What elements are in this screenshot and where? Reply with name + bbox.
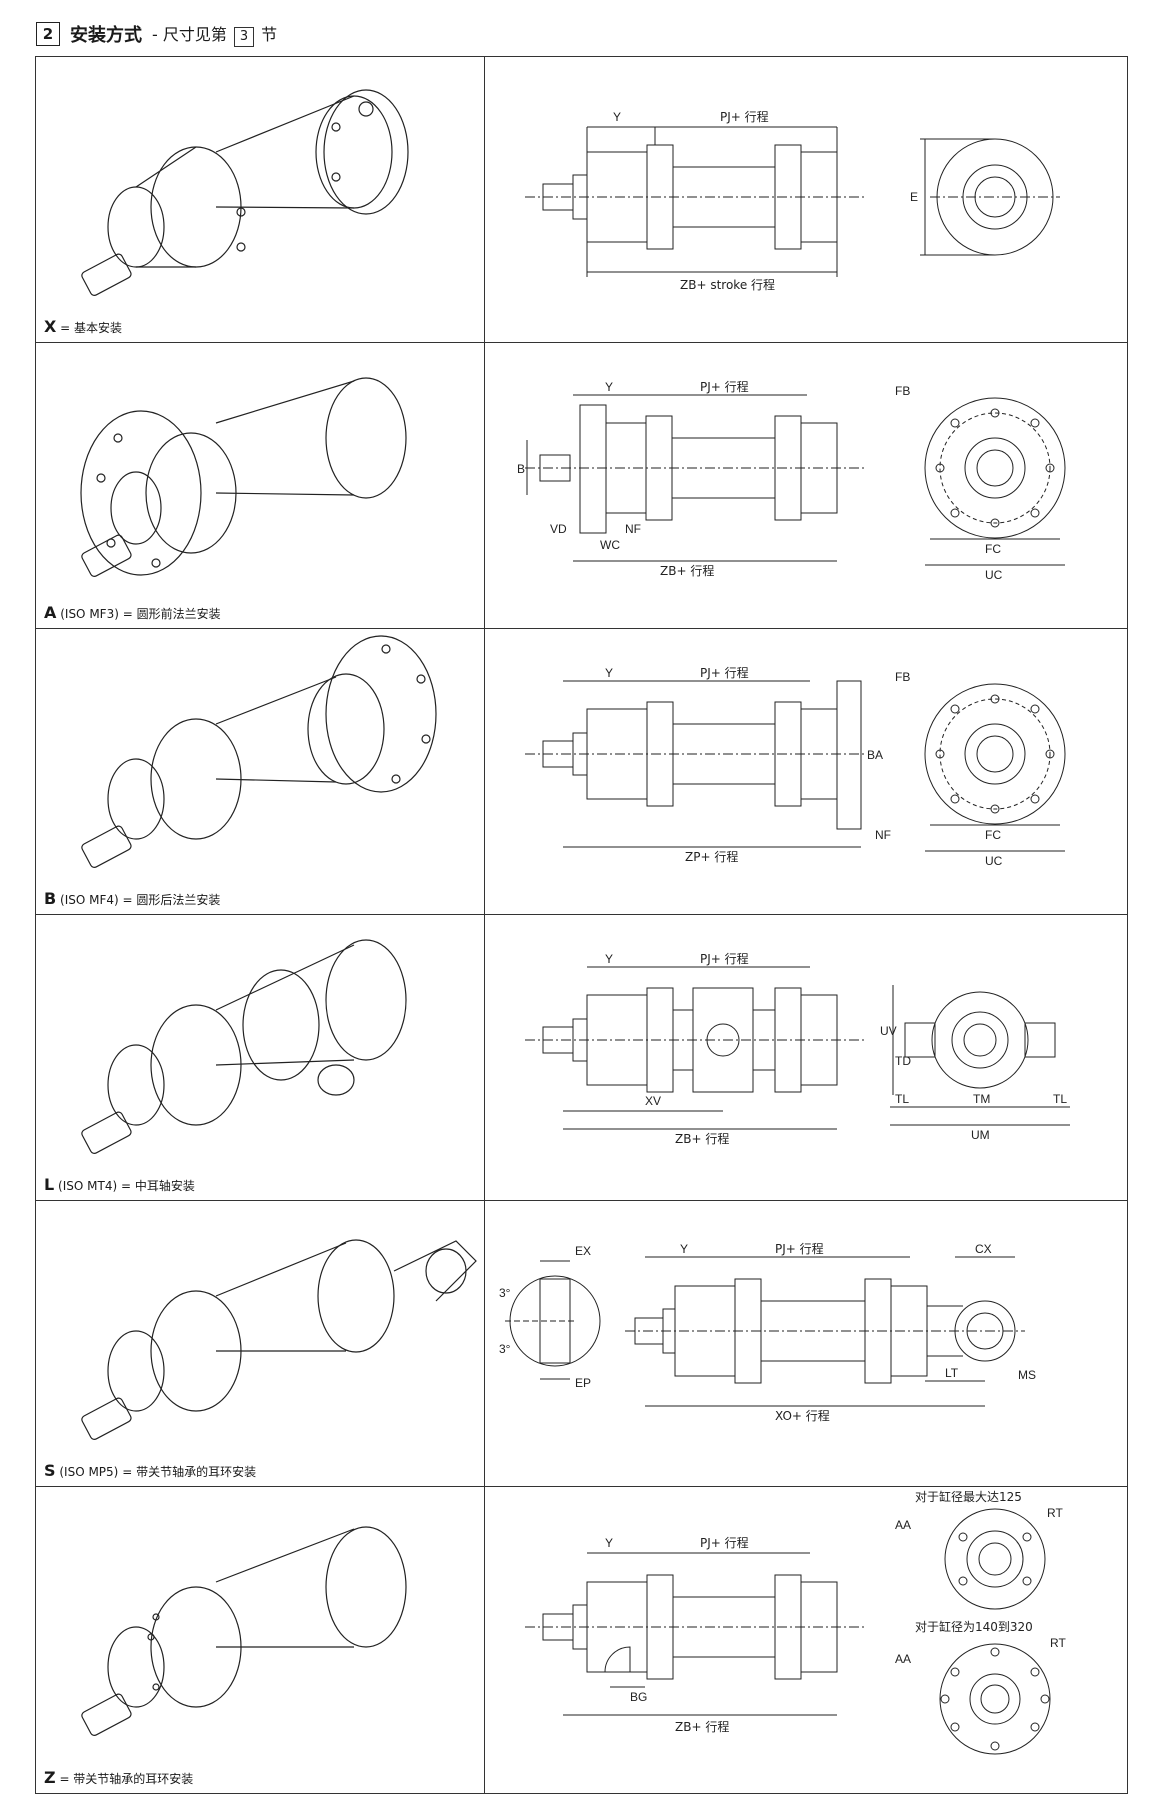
dim-rt-lower: RT bbox=[1050, 1636, 1066, 1650]
dim-nf: NF bbox=[625, 522, 641, 536]
dim-ms: MS bbox=[1018, 1368, 1036, 1382]
dim-ep: EP bbox=[575, 1376, 591, 1390]
dim-zb: ZB+ 行程 bbox=[660, 563, 714, 578]
mount-caption: B (ISO MF4) = 圆形后法兰安装 bbox=[44, 889, 221, 908]
dim-angle-bottom: 3° bbox=[499, 1342, 511, 1356]
note-bore-up-to-125: 对于缸径最大达125 bbox=[915, 1489, 1022, 1504]
cylinder-illustration-l: L (ISO MT4) = 中耳轴安装 bbox=[36, 915, 485, 1200]
dim-ex: EX bbox=[575, 1244, 591, 1258]
mount-row-s: S (ISO MP5) = 带关节轴承的耳环安装 bbox=[36, 1201, 1127, 1487]
dim-uc: UC bbox=[985, 568, 1003, 582]
section-subtitle: - 尺寸见第 3 节 bbox=[152, 21, 277, 47]
cylinder-illustration-z: Z = 带关节轴承的耳环安装 bbox=[36, 1487, 485, 1793]
cylinder-side-view: Y PJ+ 行程 ZB+ stroke 行程 E bbox=[525, 109, 1060, 292]
section-ref-box: 3 bbox=[233, 27, 254, 47]
dim-pj: PJ+ 行程 bbox=[700, 665, 749, 680]
cylinder-side-view: Y PJ+ 行程 B VD NF WC ZB+ 行程 FB FC UC bbox=[517, 379, 1066, 582]
mount-caption: A (ISO MF3) = 圆形前法兰安装 bbox=[44, 603, 221, 622]
mount-caption: S (ISO MP5) = 带关节轴承的耳环安装 bbox=[44, 1461, 257, 1480]
dimension-drawing-l: Y PJ+ 行程 XV ZB+ 行程 UV TD TL TM TL UM bbox=[485, 915, 1128, 1200]
cylinder-3d-drawing bbox=[81, 89, 409, 296]
cylinder-illustration-a: A (ISO MF3) = 圆形前法兰安装 bbox=[36, 343, 485, 628]
dim-pj: PJ+ 行程 bbox=[700, 379, 749, 394]
dim-nf: NF bbox=[875, 828, 891, 842]
dim-e: E bbox=[910, 190, 918, 204]
dim-y: Y bbox=[605, 666, 613, 680]
dim-angle-top: 3° bbox=[499, 1286, 511, 1300]
mount-row-b: B (ISO MF4) = 圆形后法兰安装 bbox=[36, 629, 1127, 915]
dim-y: Y bbox=[605, 952, 613, 966]
dim-pj: PJ+ 行程 bbox=[700, 1535, 749, 1550]
dim-td: TD bbox=[895, 1054, 911, 1068]
mounting-table: X = 基本安装 bbox=[35, 56, 1128, 1794]
dim-y: Y bbox=[680, 1242, 688, 1256]
cylinder-side-view: Y PJ+ 行程 XV ZB+ 行程 UV TD TL TM TL UM bbox=[525, 951, 1070, 1146]
dim-vd: VD bbox=[550, 522, 567, 536]
cylinder-3d-drawing bbox=[81, 939, 407, 1154]
dim-fc: FC bbox=[985, 828, 1001, 842]
section-title: 安装方式 bbox=[70, 25, 142, 46]
dim-zp: ZP+ 行程 bbox=[685, 849, 738, 864]
section-number: 2 bbox=[36, 22, 60, 46]
mount-caption: L (ISO MT4) = 中耳轴安装 bbox=[44, 1175, 195, 1194]
mount-caption: Z = 带关节轴承的耳环安装 bbox=[44, 1768, 194, 1787]
cylinder-illustration-b: B (ISO MF4) = 圆形后法兰安装 bbox=[36, 629, 485, 914]
dim-uv: UV bbox=[880, 1024, 897, 1038]
cylinder-3d-drawing bbox=[80, 377, 407, 577]
dim-fb: FB bbox=[895, 384, 910, 398]
dimension-drawing-a: Y PJ+ 行程 B VD NF WC ZB+ 行程 FB FC UC bbox=[485, 343, 1128, 628]
dim-aa-lower: AA bbox=[895, 1652, 911, 1666]
cylinder-side-view: Y PJ+ 行程 BG ZB+ 行程 对于缸径最大达125 AA RT 对于缸径… bbox=[525, 1489, 1066, 1755]
mount-caption: X = 基本安装 bbox=[44, 317, 123, 336]
dim-pj: PJ+ 行程 bbox=[700, 951, 749, 966]
mount-row-x: X = 基本安装 bbox=[36, 57, 1127, 343]
dim-ba: BA bbox=[867, 748, 883, 762]
dim-pj: PJ+ 行程 bbox=[720, 109, 769, 124]
note-bore-140-320: 对于缸径为140到320 bbox=[915, 1619, 1033, 1634]
dim-zb: ZB+ stroke 行程 bbox=[680, 277, 775, 292]
dim-y: Y bbox=[613, 110, 621, 124]
dimension-drawing-z: Y PJ+ 行程 BG ZB+ 行程 对于缸径最大达125 AA RT 对于缸径… bbox=[485, 1487, 1128, 1793]
dim-zb: ZB+ 行程 bbox=[675, 1131, 729, 1146]
cylinder-3d-drawing bbox=[81, 1239, 477, 1440]
cylinder-illustration-x: X = 基本安装 bbox=[36, 57, 485, 342]
cylinder-illustration-s: S (ISO MP5) = 带关节轴承的耳环安装 bbox=[36, 1201, 485, 1486]
mount-row-l: L (ISO MT4) = 中耳轴安装 bbox=[36, 915, 1127, 1201]
dim-y: Y bbox=[605, 1536, 613, 1550]
dim-aa-upper: AA bbox=[895, 1518, 911, 1532]
dim-zb: ZB+ 行程 bbox=[675, 1719, 729, 1734]
dim-xv: XV bbox=[645, 1094, 661, 1108]
dim-rt-upper: RT bbox=[1047, 1506, 1063, 1520]
dim-bg: BG bbox=[630, 1690, 647, 1704]
dimension-drawing-x: Y PJ+ 行程 ZB+ stroke 行程 E bbox=[485, 57, 1128, 342]
mount-row-a: A (ISO MF3) = 圆形前法兰安装 bbox=[36, 343, 1127, 629]
dim-xo: XO+ 行程 bbox=[775, 1408, 830, 1423]
dim-lt: LT bbox=[945, 1366, 959, 1380]
dim-b: B bbox=[517, 462, 525, 476]
dim-tl-right: TL bbox=[1053, 1092, 1067, 1106]
cylinder-side-view: Y PJ+ 行程 BA NF ZP+ 行程 FB FC UC bbox=[525, 665, 1066, 868]
dim-cx: CX bbox=[975, 1242, 992, 1256]
dim-wc: WC bbox=[600, 538, 620, 552]
cylinder-3d-drawing bbox=[81, 1526, 407, 1736]
dim-tm: TM bbox=[973, 1092, 990, 1106]
dim-uc: UC bbox=[985, 854, 1003, 868]
dimension-drawing-b: Y PJ+ 行程 BA NF ZP+ 行程 FB FC UC bbox=[485, 629, 1128, 914]
dim-fb: FB bbox=[895, 670, 910, 684]
cylinder-side-view: EX EP 3° 3° Y PJ+ 行程 CX LT MS XO+ 行程 bbox=[499, 1241, 1036, 1423]
cylinder-3d-drawing bbox=[81, 635, 437, 868]
mount-row-z: Z = 带关节轴承的耳环安装 bbox=[36, 1487, 1127, 1793]
dimension-drawing-s: EX EP 3° 3° Y PJ+ 行程 CX LT MS XO+ 行程 bbox=[485, 1201, 1128, 1486]
dim-fc: FC bbox=[985, 542, 1001, 556]
dim-pj: PJ+ 行程 bbox=[775, 1241, 824, 1256]
dim-tl-left: TL bbox=[895, 1092, 909, 1106]
section-header: 2 安装方式 - 尺寸见第 3 节 bbox=[36, 20, 277, 48]
dim-y: Y bbox=[605, 380, 613, 394]
dim-um: UM bbox=[971, 1128, 990, 1142]
